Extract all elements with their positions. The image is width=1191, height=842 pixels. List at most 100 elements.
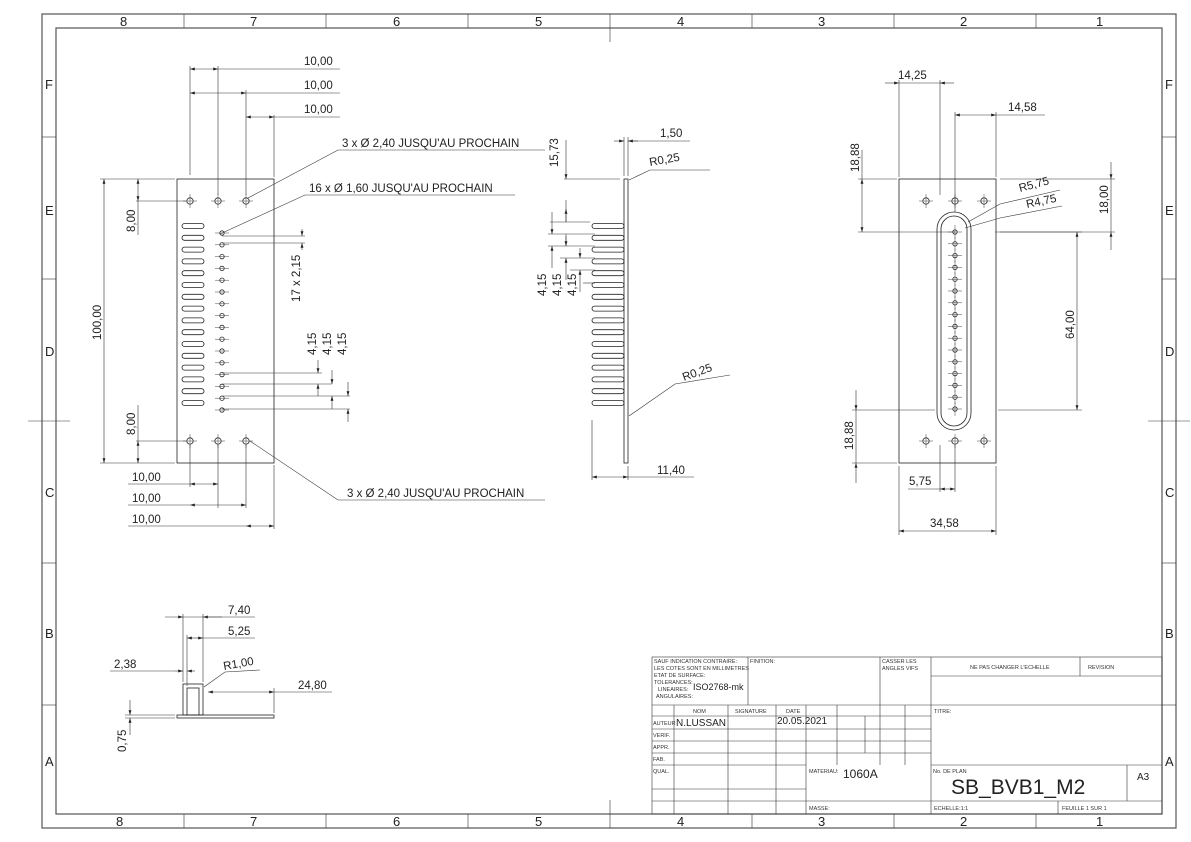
dim-bottom-w525: 5,25	[228, 626, 250, 638]
front-leaders	[219, 149, 545, 501]
dim-front-s3: 4,15	[337, 333, 349, 355]
tb-auteur-name: N.LUSSAN	[676, 718, 726, 729]
front-slot-1	[181, 223, 205, 229]
tb-echelle: ECHELLE:1:1	[934, 806, 968, 812]
side-pin-2	[591, 234, 625, 241]
side-pin-6	[591, 282, 625, 288]
note-holes-mid: 16 x Ø 1,60 JUSQU'AU PROCHAIN	[309, 183, 493, 195]
front-top-dims	[189, 66, 340, 195]
side-pin-11	[591, 341, 625, 347]
front-slot-11	[181, 341, 205, 347]
right-view: 14,25 14,58 18,88 R5,75 R4,75 18,00 64,0…	[844, 70, 1115, 535]
front-slot-14	[181, 376, 205, 383]
side-pin-16	[591, 400, 625, 406]
note-holes-bot: 3 x Ø 2,40 JUSQU'AU PROCHAIN	[347, 488, 524, 500]
bottom-plate	[176, 714, 275, 719]
right-slot-outer	[936, 211, 972, 431]
dim-side-v1573: 15,73	[549, 138, 561, 167]
tb-feuille: FEUILLE 1 SUR 1	[1062, 806, 1107, 812]
zone-row-c-right: C	[1165, 485, 1174, 500]
bottom-dims	[110, 614, 332, 735]
dim-right-r475: R4,75	[1025, 193, 1058, 211]
tb-date-label: DATE	[786, 709, 801, 715]
zone-row-d: D	[45, 344, 54, 359]
bottom-tube-outer	[182, 683, 204, 716]
front-slot-12	[181, 352, 205, 359]
zone-col-7-bottom: 7	[250, 814, 257, 829]
zone-col-6-bottom: 6	[393, 814, 400, 829]
zone-col-8-bottom: 8	[116, 814, 123, 829]
bottom-tube-inner	[186, 687, 200, 716]
tb-notes-line3: ETAT DE SURFACE:	[654, 673, 706, 679]
side-pin-8	[591, 305, 625, 312]
zone-row-b-right: B	[1165, 626, 1174, 641]
zone-col-4-bottom: 4	[677, 814, 684, 829]
side-plate	[623, 178, 629, 464]
front-slot-7	[181, 293, 205, 300]
dim-front-pitch: 17 x 2,15	[291, 255, 303, 302]
front-slot-3	[181, 246, 205, 253]
dim-bottom-w238: 2,38	[114, 659, 136, 671]
tb-materiau: 1060A	[843, 767, 878, 781]
tb-appr: APPR.	[653, 745, 670, 751]
zone-col-3-bottom: 3	[818, 814, 825, 829]
side-pin-13	[591, 364, 625, 371]
tb-plan-label: No. DE PLAN	[933, 769, 967, 775]
front-slot-10	[181, 329, 205, 336]
zone-col-3: 3	[818, 14, 825, 29]
dim-front-h10-c: 10,00	[304, 104, 333, 116]
side-pin-9	[591, 317, 625, 324]
tb-titre: TITRE:	[934, 709, 952, 715]
zone-row-a-right: A	[1165, 754, 1174, 769]
tb-casser: CASSER LES	[882, 659, 917, 665]
dim-front-b10-b: 10,00	[132, 493, 161, 505]
tb-revision: REVISION	[1088, 665, 1114, 671]
side-pin-1	[591, 223, 625, 229]
tb-angles: ANGLES VIFS	[882, 666, 918, 672]
sheet-frame	[28, 13, 1190, 829]
zone-col-6: 6	[393, 14, 400, 29]
zone-row-e: E	[45, 203, 54, 218]
front-view: 10,00 10,00 10,00 3 x Ø 2,40 JUSQU'AU PR…	[92, 56, 545, 529]
tb-notes-line4: TOLERANCES:	[654, 680, 693, 686]
tb-signature: SIGNATURE	[735, 709, 767, 715]
zone-col-4: 4	[677, 14, 684, 29]
dim-front-b10-c: 10,00	[132, 514, 161, 526]
right-dims	[852, 80, 1115, 535]
side-pins	[591, 223, 625, 406]
tb-date: 20.05.2021	[777, 716, 827, 727]
dim-front-s1: 4,15	[307, 333, 319, 355]
tb-materiau-label: MATERIAU:	[809, 769, 839, 775]
zone-row-d-right: D	[1165, 344, 1174, 359]
dim-bottom-w740: 7,40	[228, 605, 250, 617]
dim-bottom-v075: 0,75	[117, 730, 129, 752]
zone-row-f-right: F	[1165, 77, 1173, 92]
bottom-view: 7,40 5,25 2,38 R1,00 24,80 0,75	[110, 605, 332, 752]
side-pin-4	[591, 258, 625, 265]
zone-col-7: 7	[250, 14, 257, 29]
dim-side-r025-top: R0,25	[648, 152, 680, 169]
dim-side-s1: 4,15	[537, 274, 549, 296]
zone-labels-rows: F E D C B A F E D C B A	[45, 77, 1174, 769]
tb-qual: QUAL.	[653, 769, 670, 775]
front-slot-6	[181, 282, 205, 288]
front-plate-outline	[176, 178, 275, 464]
tb-format: A3	[1137, 772, 1150, 783]
tb-auteur: AUTEUR	[653, 721, 676, 727]
side-pin-12	[591, 352, 625, 359]
front-slot-9	[181, 317, 205, 324]
dim-front-v100: 100,00	[92, 305, 104, 340]
zone-col-1: 1	[1096, 14, 1103, 29]
zone-row-b: B	[45, 626, 54, 641]
front-pitch-dims	[222, 229, 350, 422]
dim-front-v8-top: 8,00	[126, 210, 138, 232]
dim-right-v6400: 64,00	[1065, 310, 1077, 339]
front-slot-8	[181, 305, 205, 312]
dim-side-s2: 4,15	[552, 274, 564, 296]
dim-right-h1458: 14,58	[1008, 102, 1037, 114]
tb-notes-line5: LINEAIRES:	[658, 687, 689, 693]
zone-labels-bottom: 8 7 6 5 4 3 2 1	[116, 814, 1103, 829]
right-slot-inner	[940, 215, 968, 427]
tb-ne-pas-changer: NE PAS CHANGER L'ECHELLE	[970, 665, 1050, 671]
